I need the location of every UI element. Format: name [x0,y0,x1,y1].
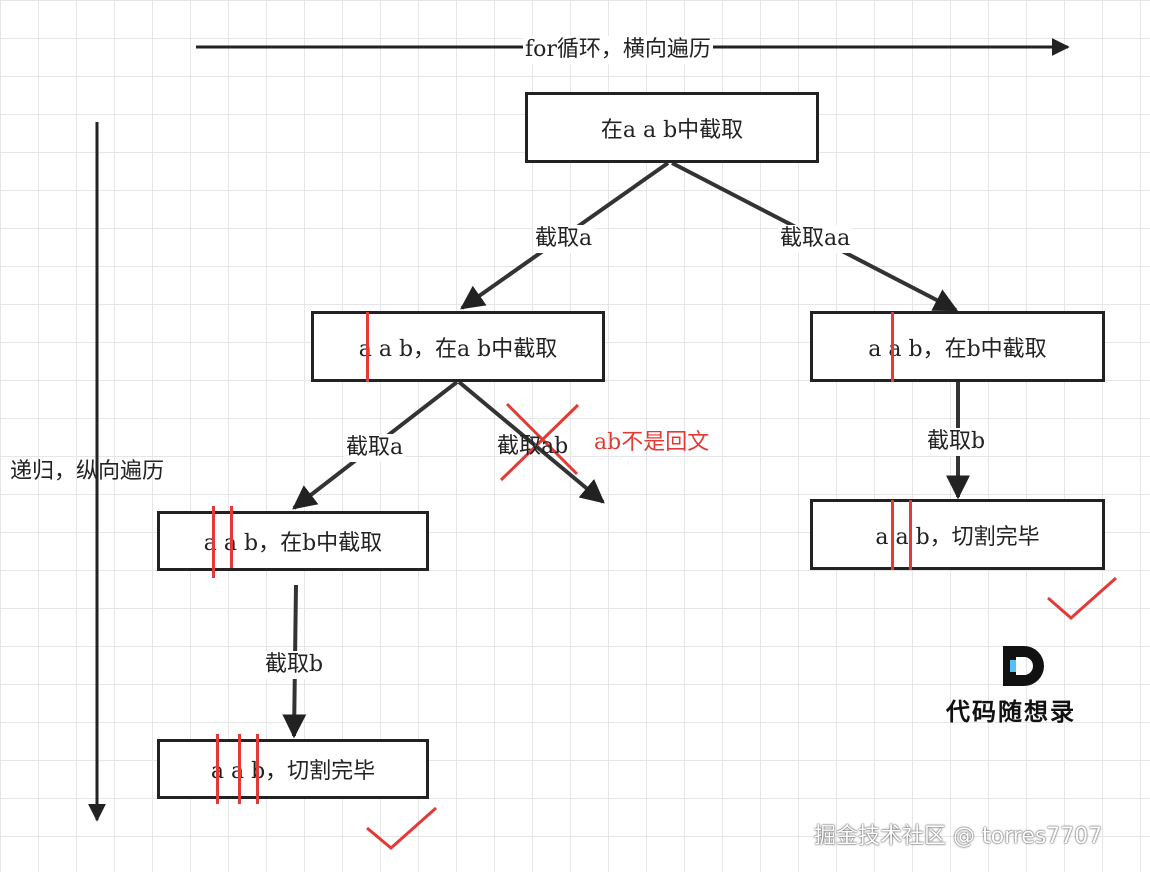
node-root: 在a a b中截取 [525,92,819,163]
edge-label-right-down: 截取b [925,428,988,456]
invalid-cross-line-2 [499,403,580,482]
logo-text: 代码随想录 [946,698,1076,726]
node-left-left-end-text: a a b，切割完毕 [210,759,376,784]
edge-label-root-right: 截取aa [778,225,853,253]
horizontal-axis-label: for循环，横向遍历 [523,36,713,64]
node-right-end: a a b，切割完毕 [810,499,1105,570]
logo-mark [1003,646,1044,686]
edge-left-invalid [457,380,605,504]
edge-label-leftleft-down: 截取b [263,651,326,679]
node-left-left-end: a a b，切割完毕 [157,739,429,799]
node-right-text: a a b，在b中截取 [868,336,1047,362]
check-mark-left [366,806,437,850]
invalid-note: ab不是回文 [594,430,710,455]
cut-marker [366,312,369,382]
cut-marker [909,500,912,570]
node-left: a a b，在a b中截取 [311,311,605,382]
node-right-end-text: a a b，切割完毕 [875,524,1040,550]
node-left-text: a a b，在a b中截取 [358,336,558,362]
cut-marker [212,506,215,578]
cut-marker [891,312,894,382]
vertical-axis-label: 递归，纵向遍历 [10,459,165,484]
cut-marker [230,506,233,568]
cut-marker [216,734,219,804]
node-left-left: a a b，在b中截取 [157,511,429,571]
edge-label-left-left: 截取a [344,434,406,462]
edge-label-root-left: 截取a [533,225,595,253]
node-left-left-text: a a b，在b中截取 [203,531,383,556]
cut-marker [891,500,894,570]
check-mark-right [1047,576,1117,620]
edge-label-left-invalid: 截取ab [497,434,569,459]
watermark: 掘金技术社区 @ torres7707 [814,824,1103,849]
cut-marker [238,734,241,804]
node-right: a a b，在b中截取 [810,311,1105,382]
node-root-text: 在a a b中截取 [600,117,744,143]
cut-marker [256,734,259,804]
